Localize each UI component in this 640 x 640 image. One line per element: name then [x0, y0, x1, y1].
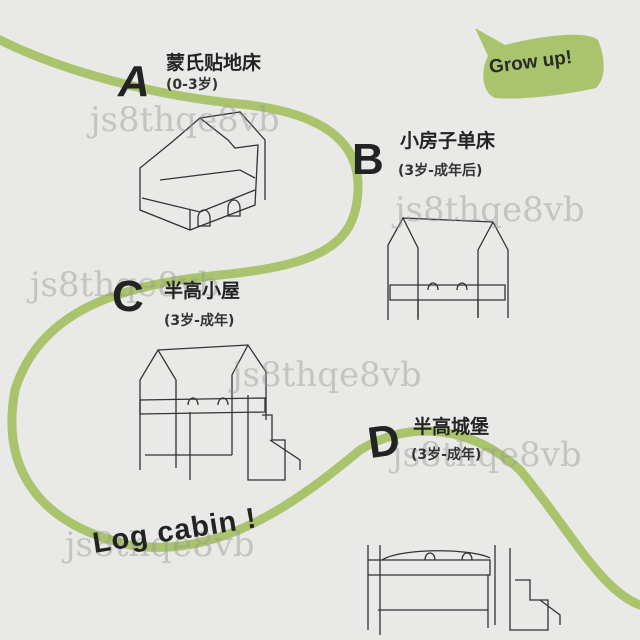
stage-b-title: 小房子单床 [400, 130, 496, 152]
stage-c-letter: C [112, 272, 144, 321]
stage-a-age: (0-3岁) [166, 77, 219, 93]
half-castle-illustration [367, 545, 561, 635]
watermark: js8thqe8vb [232, 355, 422, 395]
stage-c-age: (3岁-成年) [164, 313, 235, 329]
stage-c-title: 半高小屋 [164, 280, 241, 302]
watermark: js8thqe8vb [395, 190, 585, 230]
floor-bed-illustration [139, 111, 266, 231]
stage-d-letter: D [364, 415, 403, 468]
stage-d-age: (3岁-成年) [411, 447, 482, 463]
stage-b-letter: B [352, 135, 384, 184]
watermark: js8thqe8vb [392, 435, 582, 475]
stage-a-letter: A [118, 57, 150, 106]
stage-b-age: (3岁-成年后) [398, 163, 483, 179]
watermark: js8thqe8vb [65, 525, 255, 565]
watermark: js8thqe8vb [90, 100, 280, 140]
growth-path [0, 35, 640, 610]
half-loft-illustration [139, 344, 301, 481]
watermark: js8thqe8vb [30, 265, 220, 305]
house-bed-illustration [387, 216, 509, 320]
speech-bubble [475, 28, 604, 99]
stage-d-title: 半高城堡 [413, 416, 490, 438]
stage-a-title: 蒙氏贴地床 [166, 52, 262, 74]
